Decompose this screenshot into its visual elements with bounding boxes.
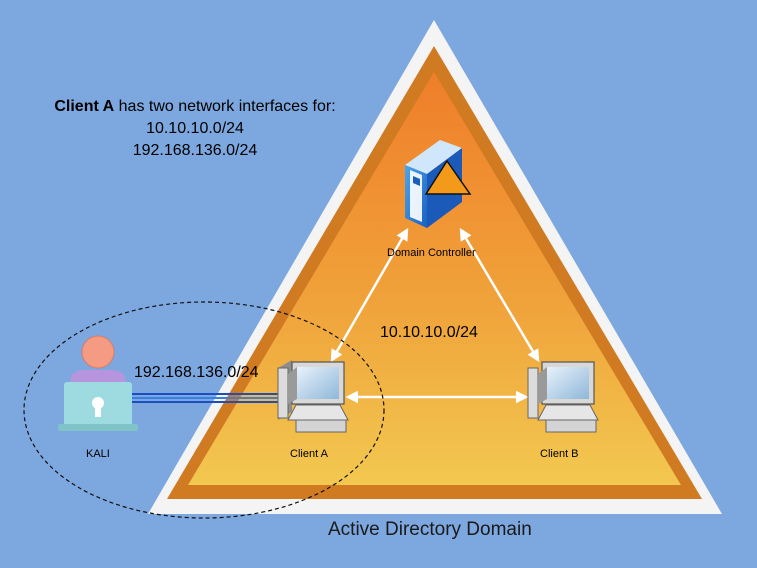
connections [132,227,540,404]
user-head-icon [81,335,115,369]
client-a-label: Client A [290,448,328,460]
note-line-2: 10.10.10.0/24 [146,120,244,137]
link-kali-client-a [132,393,278,403]
client-b-label: Client B [540,448,579,460]
link-dc-client-b [459,227,540,363]
internal-network-label: 10.10.10.0/24 [380,324,478,341]
link-dc-client-a [330,227,409,363]
laptop-base-icon [58,424,138,431]
domain-controller-label: Domain Controller [387,247,476,259]
domain-label: Active Directory Domain [328,519,532,540]
kali-laptop-icon[interactable] [58,335,138,431]
note-client-name: Client A [54,98,115,115]
domain-controller-server-icon[interactable] [405,140,472,228]
external-network-boundary [23,301,385,519]
warning-triangle-icon [424,159,472,195]
external-network-label: 192.168.136.0/24 [134,364,259,381]
client-b-computer-icon[interactable] [527,361,599,433]
note-line-1-rest: has two network interfaces for: [114,98,336,115]
user-body-icon [70,370,126,384]
interfaces-note: Client A has two network interfaces for:… [20,96,370,162]
domain-triangle [148,20,722,514]
note-line-3: 192.168.136.0/24 [132,142,258,159]
kali-label: KALI [86,448,110,460]
client-a-computer-icon[interactable] [277,360,349,433]
note-line-1: Client A has two network interfaces for: [20,96,370,118]
